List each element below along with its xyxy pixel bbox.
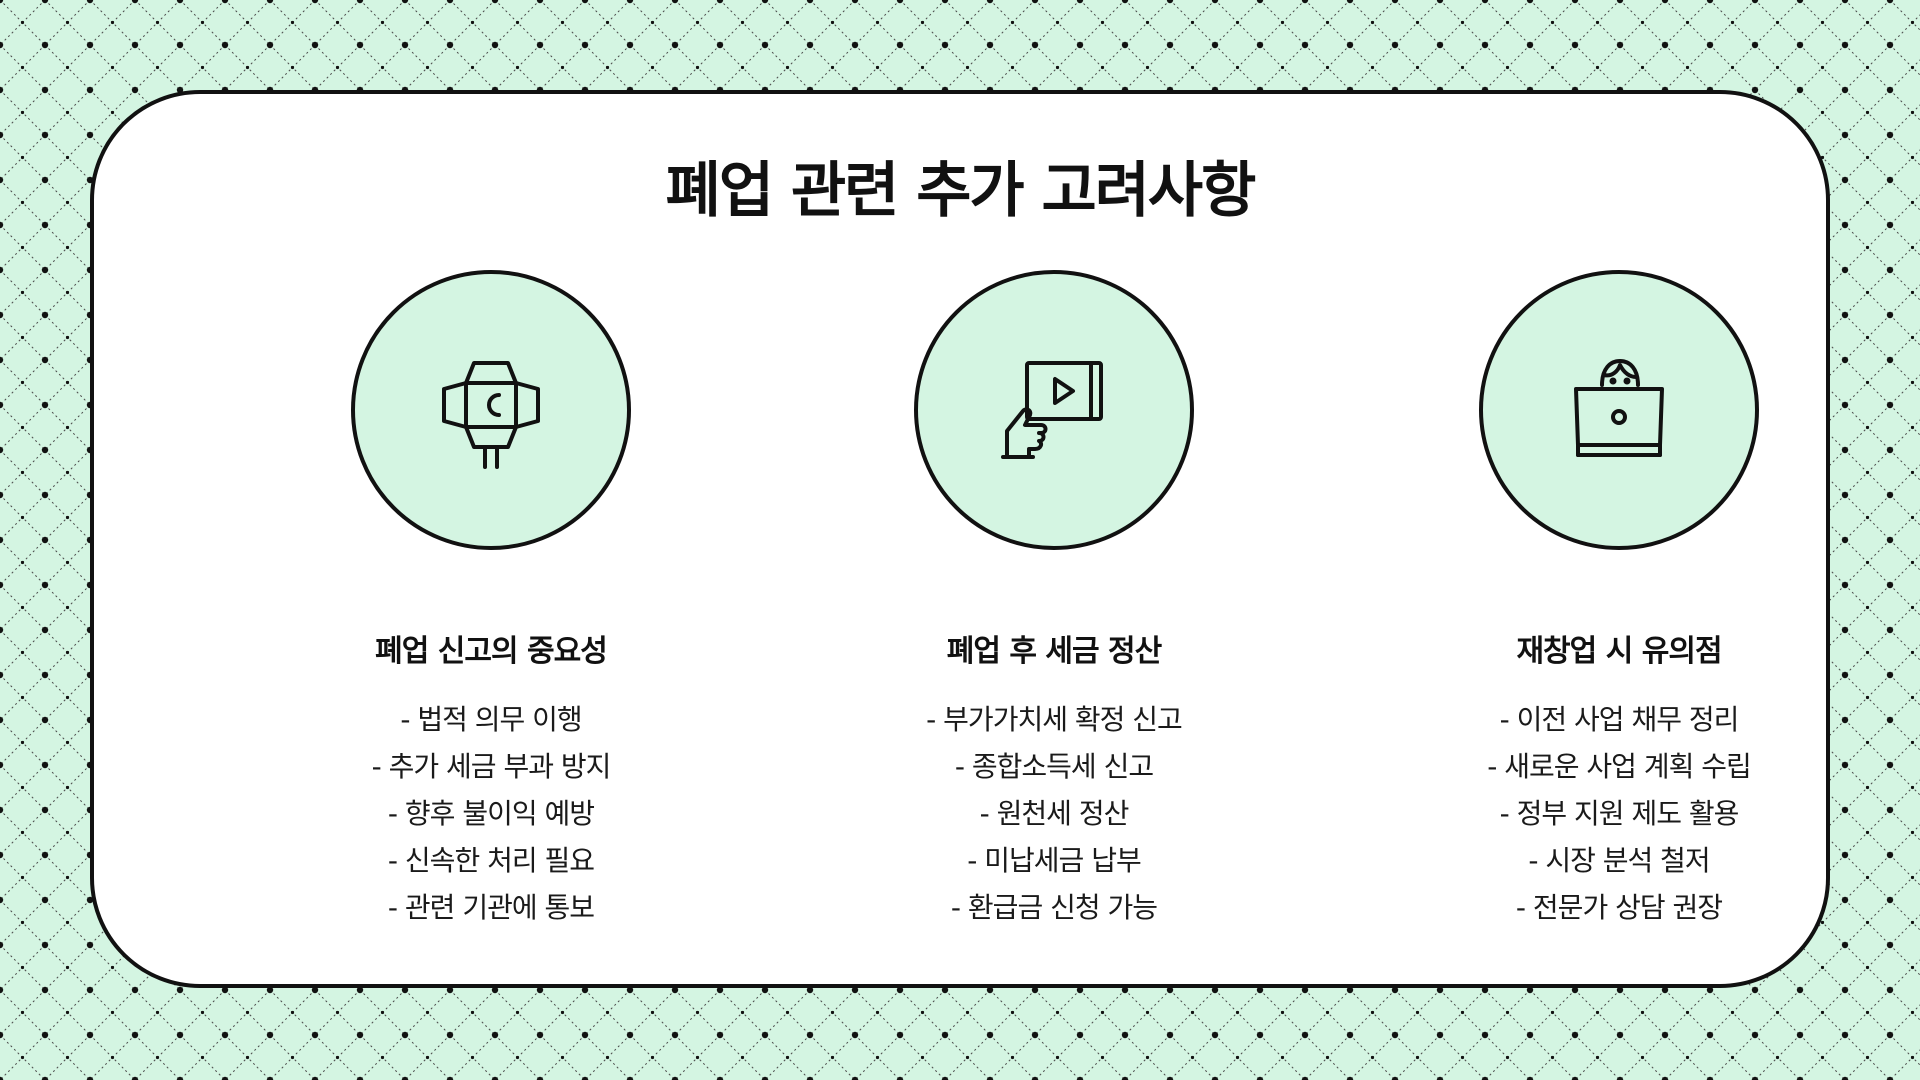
- item-list: - 부가가치세 확정 신고 - 종합소득세 신고 - 원천세 정산 - 미납세금…: [774, 696, 1334, 931]
- page-title: 폐업 관련 추가 고려사항: [665, 156, 1257, 226]
- tablet-video-icon: [1001, 361, 1103, 459]
- list-item: - 향후 불이익 예방: [387, 797, 595, 830]
- icon-circle: [351, 270, 631, 550]
- studio-light-icon: [442, 361, 540, 469]
- person-laptop-icon: [1574, 359, 1664, 457]
- column-tax-settlement: 폐업 후 세금 정산 - 부가가치세 확정 신고 - 종합소득세 신고 - 원천…: [774, 270, 1334, 931]
- list-item: - 정부 지원 제도 활용: [1499, 797, 1740, 830]
- column-heading: 재창업 시 유의점: [1516, 634, 1722, 669]
- item-list: - 법적 의무 이행 - 추가 세금 부과 방지 - 향후 불이익 예방 - 신…: [211, 696, 771, 931]
- list-item: - 부가가치세 확정 신고: [926, 703, 1183, 736]
- list-item: - 법적 의무 이행: [400, 703, 582, 736]
- list-item: - 환급금 신청 가능: [950, 891, 1158, 924]
- column-heading: 폐업 후 세금 정산: [946, 634, 1163, 669]
- content-card: 폐업 관련 추가 고려사항 폐업 신고의 중요성 - 법적 의무 이행 - 추가…: [90, 90, 1830, 988]
- list-item: - 신속한 처리 필요: [387, 844, 595, 877]
- list-item: - 관련 기관에 통보: [387, 891, 595, 924]
- icon-circle: [1479, 270, 1759, 550]
- list-item: - 미납세금 납부: [967, 844, 1141, 877]
- list-item: - 시장 분석 철저: [1528, 844, 1710, 877]
- item-list: - 이전 사업 채무 정리 - 새로운 사업 계획 수립 - 정부 지원 제도 …: [1339, 696, 1899, 931]
- list-item: - 새로운 사업 계획 수립: [1487, 750, 1752, 783]
- list-item: - 원천세 정산: [979, 797, 1130, 830]
- list-item: - 전문가 상담 권장: [1515, 891, 1723, 924]
- column-heading: 폐업 신고의 중요성: [375, 634, 608, 669]
- list-item: - 종합소득세 신고: [954, 750, 1154, 783]
- column-restart-notes: 재창업 시 유의점 - 이전 사업 채무 정리 - 새로운 사업 계획 수립 -…: [1339, 270, 1899, 931]
- list-item: - 추가 세금 부과 방지: [371, 750, 612, 783]
- column-closure-report: 폐업 신고의 중요성 - 법적 의무 이행 - 추가 세금 부과 방지 - 향후…: [211, 270, 771, 931]
- icon-circle: [914, 270, 1194, 550]
- list-item: - 이전 사업 채무 정리: [1499, 703, 1740, 736]
